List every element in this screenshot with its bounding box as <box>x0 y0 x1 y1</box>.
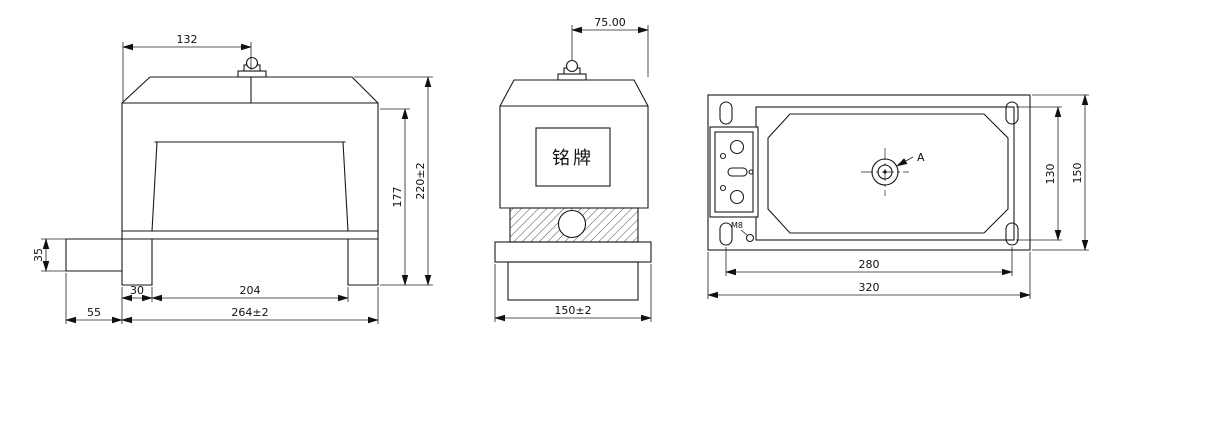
front-dimensions: 132 35 30 204 55 264±2 <box>32 33 433 324</box>
side-primary-terminal <box>557 59 587 81</box>
mounting-slot <box>1005 222 1019 246</box>
side-dimensions: 75.00 150±2 <box>494 16 652 322</box>
thread-callout: M8 <box>731 221 755 243</box>
dim-top-base-width: 320 <box>859 281 880 294</box>
dim-front-leg-width: 30 <box>130 284 144 297</box>
side-view-outline <box>494 79 652 301</box>
nameplate-text: 铭牌 <box>552 148 594 169</box>
terminal-dome-icon <box>245 56 259 70</box>
front-primary-terminal <box>237 56 267 78</box>
side-view: 铭牌 75.00 150±2 <box>494 16 652 322</box>
detail-callout: A <box>896 151 925 167</box>
front-view-outline <box>121 76 379 286</box>
top-primary-terminal <box>861 148 909 196</box>
dim-front-foot-extension: 55 <box>87 306 101 319</box>
dim-top-body-depth: 130 <box>1044 164 1057 185</box>
secondary-terminal-block <box>709 126 759 218</box>
dim-front-total-width: 264±2 <box>231 306 268 319</box>
dim-front-body-height: 177 <box>391 187 404 208</box>
terminal-dome-icon <box>565 59 579 73</box>
thread-label: M8 <box>731 221 743 230</box>
mounting-slot <box>719 222 733 246</box>
dim-side-total-depth: 150±2 <box>554 304 591 317</box>
top-dimensions: 130 150 280 320 <box>707 94 1089 299</box>
dim-top-hole-spacing: 280 <box>859 258 880 271</box>
top-view: A M8 130 150 280 320 <box>707 94 1089 299</box>
secondary-terminal-circle <box>557 209 587 239</box>
mounting-slot <box>1005 101 1019 125</box>
view-label: A <box>917 151 925 164</box>
dim-top-base-depth: 150 <box>1071 163 1084 184</box>
front-view: 132 35 30 204 55 264±2 <box>32 33 433 324</box>
dim-front-window-width: 204 <box>240 284 261 297</box>
dim-front-foot-height: 35 <box>32 248 45 262</box>
terminal-screw-icon <box>729 139 745 155</box>
dim-side-terminal-width: 75.00 <box>594 16 626 29</box>
ground-screw-icon <box>745 233 755 243</box>
nameplate: 铭牌 <box>535 127 611 187</box>
dim-front-total-height: 220±2 <box>414 162 427 199</box>
mounting-slot <box>719 101 733 125</box>
front-mounting-foot <box>65 238 123 272</box>
terminal-screw-icon <box>729 189 745 205</box>
dim-front-top-width: 132 <box>177 33 198 46</box>
